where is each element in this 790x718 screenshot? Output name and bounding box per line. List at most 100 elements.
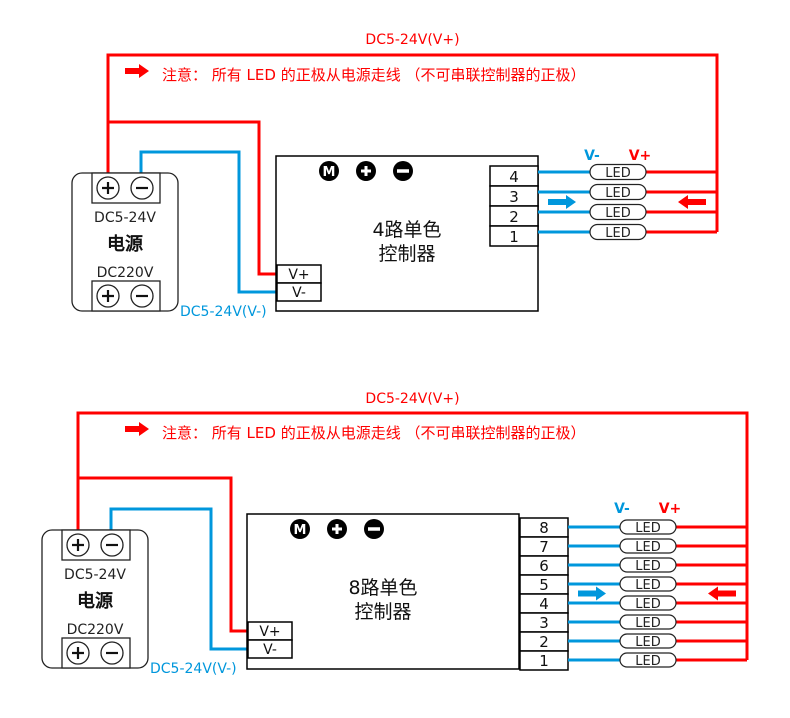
led-strip: LED (589, 183, 647, 201)
channel-number: 8 (539, 519, 549, 537)
led-body (619, 557, 677, 573)
led-strip: LED (589, 163, 647, 181)
mode-icon (319, 161, 339, 181)
led-vplus-label: V+ (659, 501, 682, 517)
channel-number: 1 (539, 652, 549, 670)
psu-title: 电源 (107, 233, 143, 255)
psu-output-voltage: DC5-24V (94, 210, 156, 226)
led-strip: LED (589, 203, 647, 221)
positive-bus-wire (76, 411, 749, 660)
minus-button[interactable] (364, 519, 384, 539)
vminus-supply-label: DC5-24V(V-) (150, 661, 237, 677)
led-strip: LED (619, 652, 677, 669)
led-label: LED (635, 559, 660, 574)
controller-body (246, 513, 520, 670)
led-strip: LED (589, 223, 647, 241)
input-terminal-vminus (247, 639, 293, 659)
mode-button[interactable]: M (290, 519, 310, 539)
channel-number: 4 (509, 168, 519, 186)
psu-input-voltage: DC220V (67, 622, 124, 638)
led-vminus-label: V- (584, 148, 600, 164)
power-supply: DC5-24V 电源 DC220V (71, 172, 179, 312)
psu-title: 电源 (77, 590, 113, 612)
led-vminus-label: V- (614, 501, 630, 517)
led-vplus-label: V+ (629, 148, 652, 164)
channel-number: 3 (539, 614, 549, 632)
diagram-4ch: DC5-24V(V+) 注意： 所有 LED 的正极从电源走线 （不可串联控制器的… (71, 32, 719, 320)
vplus-supply-label: DC5-24V(V+) (365, 32, 459, 48)
channel-number: 2 (509, 208, 519, 226)
red-flow-arrow-icon (708, 586, 736, 601)
led-body (589, 163, 647, 181)
input-terminal-label: V+ (259, 624, 280, 640)
plus-glyph (72, 647, 84, 659)
channel-terminal (489, 225, 539, 247)
plus-glyph (332, 524, 342, 534)
led-label: LED (635, 521, 660, 536)
led-body (619, 633, 677, 649)
vminus-supply-label: DC5-24V(V-) (180, 304, 267, 320)
led-label: LED (605, 206, 630, 221)
blue-flow-arrow-icon (548, 195, 576, 209)
led-strip: LED (619, 519, 677, 536)
channel-number: 4 (539, 595, 549, 613)
plus-glyph (361, 166, 371, 176)
led-label: LED (635, 597, 660, 612)
led-body (619, 538, 677, 554)
mode-button-label: M (294, 523, 307, 538)
red-flow-arrow-icon (678, 195, 706, 209)
led-body (589, 203, 647, 221)
controller-title-line1: 4路单色 (372, 219, 441, 241)
plus-glyph (102, 290, 114, 302)
led-strip: LED (619, 557, 677, 574)
diagram-8ch: DC5-24V(V+) 注意： 所有 LED 的正极从电源走线 （不可串联控制器的… (41, 391, 749, 677)
controller-title-line2: 控制器 (354, 601, 411, 623)
channel-number: 5 (539, 576, 549, 594)
controller-positive-wire (78, 476, 248, 633)
plus-button[interactable] (356, 161, 376, 181)
mode-button[interactable]: M (319, 161, 339, 181)
led-strip: LED (619, 595, 677, 612)
led-strip: LED (619, 614, 677, 631)
led-label: LED (605, 186, 630, 201)
led-body (619, 519, 677, 535)
minus-button[interactable] (393, 161, 413, 181)
input-terminal-vminus (276, 282, 322, 302)
plus-button[interactable] (327, 519, 347, 539)
warning-note: 注意： 所有 LED 的正极从电源走线 （不可串联控制器的正极） (162, 424, 585, 442)
led-label: LED (635, 578, 660, 593)
input-terminal-label: V- (292, 285, 306, 301)
led-body (619, 576, 677, 592)
led-strip: LED (619, 538, 677, 555)
psu-input-voltage: DC220V (97, 265, 154, 281)
right-arrow-icon (125, 422, 149, 436)
led-label: LED (635, 654, 660, 669)
warning-note: 注意： 所有 LED 的正极从电源走线 （不可串联控制器的正极） (162, 66, 585, 84)
controller-title-line2: 控制器 (378, 243, 435, 265)
channel-number: 3 (509, 188, 519, 206)
positive-bus-wire (106, 53, 719, 232)
channel-number: 7 (539, 538, 549, 556)
led-body (619, 595, 677, 611)
mode-icon (290, 519, 310, 539)
led-body (589, 223, 647, 241)
led-label: LED (635, 635, 660, 650)
led-strip: LED (619, 633, 677, 650)
plus-glyph (72, 539, 84, 551)
mode-button-label: M (323, 165, 336, 180)
led-label: LED (635, 616, 660, 631)
led-label: LED (635, 540, 660, 555)
led-label: LED (605, 166, 630, 181)
led-body (619, 614, 677, 630)
blue-flow-arrow-icon (578, 586, 606, 601)
channel-number: 1 (509, 228, 519, 246)
led-strip: LED (619, 576, 677, 593)
channel-number: 2 (539, 633, 549, 651)
input-terminal-label: V+ (288, 267, 309, 283)
input-terminal-label: V- (263, 642, 277, 658)
vplus-supply-label: DC5-24V(V+) (365, 391, 459, 407)
controller-title-line1: 8路单色 (348, 577, 417, 599)
